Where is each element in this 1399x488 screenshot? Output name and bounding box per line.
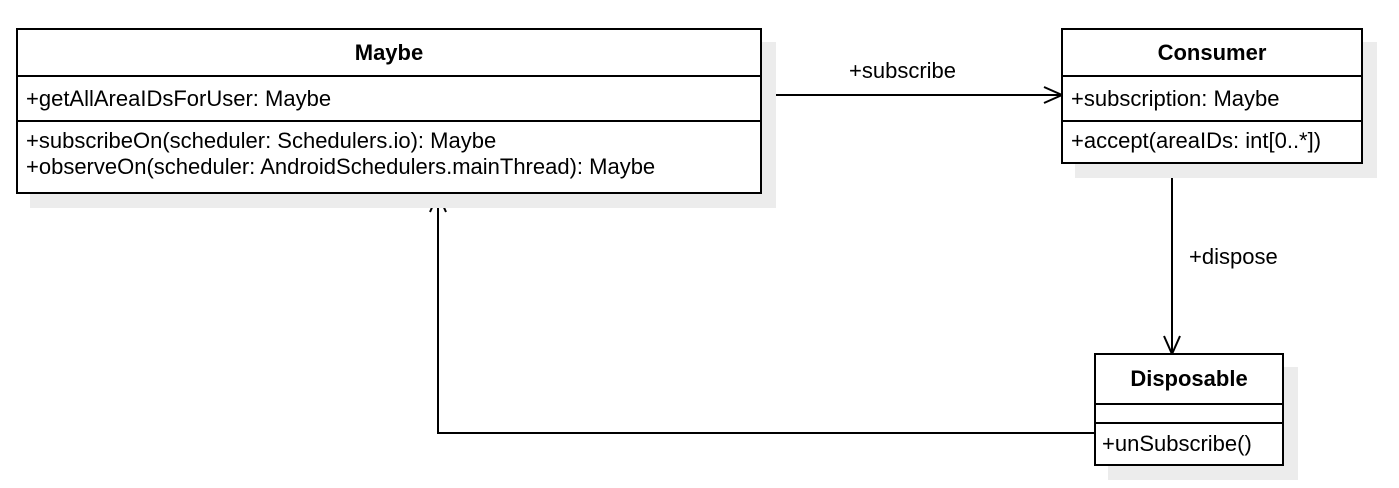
maybe-operations-section: +subscribeOn(scheduler: Schedulers.io): … xyxy=(18,122,760,180)
consumer-operation: +accept(areaIDs: int[0..*]) xyxy=(1071,128,1322,153)
disposable-class-name: Disposable xyxy=(1096,355,1282,405)
consumer-attribute: +subscription: Maybe xyxy=(1071,86,1280,111)
return-association[interactable] xyxy=(429,191,1094,434)
open-arrowhead-icon xyxy=(1163,335,1181,357)
maybe-operation: +subscribeOn(scheduler: Schedulers.io): … xyxy=(26,128,497,153)
maybe-attribute: +getAllAreaIDsForUser: Maybe xyxy=(26,86,332,111)
dispose-association[interactable] xyxy=(1163,163,1181,357)
consumer-attributes-section: +subscription: Maybe xyxy=(1063,77,1361,122)
disposable-class-box[interactable]: Disposable +unSubscribe() xyxy=(1094,353,1284,466)
open-arrowhead-icon xyxy=(429,191,447,213)
maybe-class-box[interactable]: Maybe +getAllAreaIDsForUser: Maybe +subs… xyxy=(16,28,762,194)
dispose-label: +dispose xyxy=(1189,244,1278,269)
consumer-operations-section: +accept(areaIDs: int[0..*]) xyxy=(1063,122,1361,154)
consumer-class-name: Consumer xyxy=(1063,30,1361,77)
maybe-class-name: Maybe xyxy=(18,30,760,77)
open-arrowhead-icon xyxy=(1043,86,1065,104)
maybe-operation: +observeOn(scheduler: AndroidSchedulers.… xyxy=(26,154,656,179)
maybe-attributes-section: +getAllAreaIDsForUser: Maybe xyxy=(18,77,760,122)
disposable-operations-section: +unSubscribe() xyxy=(1096,424,1282,457)
disposable-operation: +unSubscribe() xyxy=(1102,431,1252,456)
subscribe-label: +subscribe xyxy=(849,58,957,83)
disposable-attributes-section xyxy=(1096,405,1282,424)
consumer-class-box[interactable]: Consumer +subscription: Maybe +accept(ar… xyxy=(1061,28,1363,164)
subscribe-association[interactable] xyxy=(762,86,1065,104)
